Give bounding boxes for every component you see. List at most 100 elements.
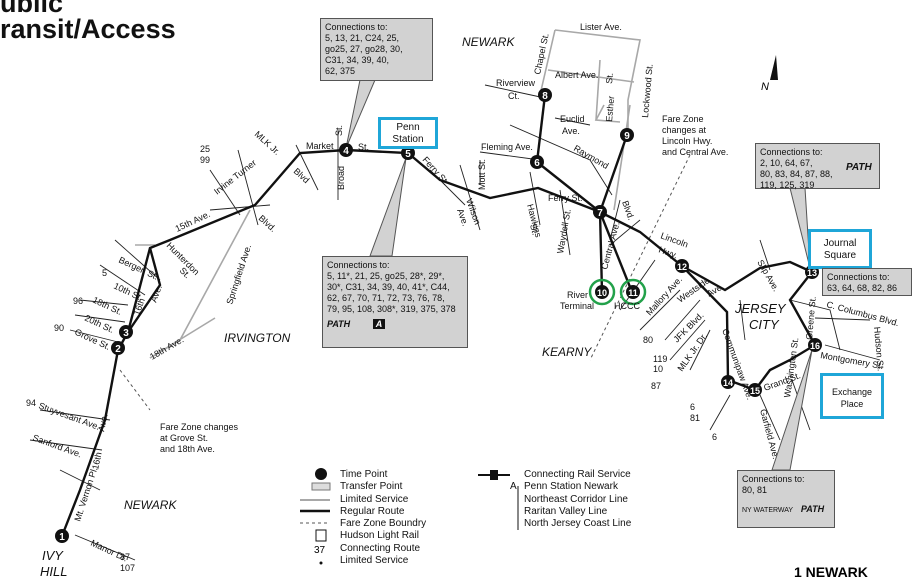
street-ferry-lower: Ferry St.	[548, 193, 583, 203]
street-central: Central Ave.	[599, 221, 621, 271]
street-mlk: MLK Jr.	[253, 129, 282, 157]
legend-limited-service-dot: Limited Service	[340, 555, 409, 566]
area-newark-south: NEWARK	[124, 498, 177, 512]
svg-text:4: 4	[343, 146, 349, 157]
fare-note-lincoln-2: changes at	[662, 125, 707, 135]
rail-legend-key: A	[510, 481, 517, 492]
limited-service-streets	[135, 29, 641, 359]
callout-connections-penn: Connections to:5, 11*, 21, 25, go25, 28*…	[322, 256, 468, 348]
time-point-8[interactable]: 8	[538, 88, 552, 102]
exchange-place-label[interactable]: Exchange Place	[820, 373, 884, 419]
time-point-12[interactable]: 12	[675, 259, 689, 273]
svg-text:11: 11	[628, 288, 638, 298]
place-hccc: HCCC	[614, 301, 640, 311]
route-87: 87	[651, 381, 661, 391]
rail-line-raritan: Raritan Valley Line	[524, 506, 608, 517]
street-columbus: C. Columbus Blvd.	[825, 299, 900, 328]
area-hill: HILL	[40, 564, 67, 579]
legend-transfer-point: Transfer Point	[340, 481, 403, 492]
street-waydell: Waydell St.	[555, 208, 573, 254]
callout-connections-journal: Connections to:2, 10, 64, 67,80, 83, 84,…	[755, 143, 880, 190]
time-point-4[interactable]: 4	[339, 143, 353, 157]
street-hudson: Hudson St.	[872, 326, 886, 371]
route-94: 94	[26, 398, 36, 408]
svg-text:7: 7	[597, 208, 603, 219]
penn-station-label[interactable]: Penn Station	[378, 117, 438, 149]
time-point-15[interactable]: 15	[748, 383, 762, 397]
path-logo-exchange: PATH	[800, 504, 825, 514]
svg-text:10: 10	[597, 288, 607, 298]
time-point-14[interactable]: 14	[721, 375, 735, 389]
street-ave-18th: Ave.	[96, 413, 109, 433]
route-80: 80	[643, 335, 653, 345]
time-point-16[interactable]: 16	[808, 338, 822, 352]
svg-text:8: 8	[542, 91, 548, 102]
street-riverview: Riverview	[496, 78, 536, 88]
street-washington: Washington St.	[782, 337, 800, 399]
street-market: Market	[306, 141, 334, 151]
map-title-line2: ransit/Access	[0, 14, 176, 44]
street-broad-st: St.	[358, 142, 369, 152]
fare-note-lincoln-1: Fare Zone	[662, 114, 704, 124]
street-lockwood: Lockwood St.	[640, 63, 655, 118]
callout-connections-exchange: Connections to:80, 81 NY WATERWAY PATH	[737, 470, 835, 528]
route-branch-hccc	[598, 211, 634, 293]
fare-note-lincoln-4: and Central Ave.	[662, 147, 728, 157]
legend-hudson-light-rail: Hudson Light Rail	[340, 530, 419, 541]
fare-zone-boundary	[119, 154, 691, 411]
street-lincoln-hwy: Hwy.	[657, 244, 679, 260]
street-esther: Esther	[604, 95, 616, 122]
street-irvine-blvd: Blvd.	[257, 213, 279, 234]
time-point-11[interactable]: 11	[619, 278, 647, 306]
svg-text:15: 15	[750, 386, 760, 396]
time-point-6[interactable]: 6	[530, 155, 544, 169]
street-stuyvesant: Stuyvesant Ave.	[37, 400, 101, 431]
svg-text:6: 6	[534, 158, 540, 169]
route-37: 37	[120, 552, 130, 562]
legend-time-point: Time Point	[340, 469, 388, 480]
street-18th-ave: 18th Ave.	[148, 334, 185, 361]
route-25: 25	[200, 144, 210, 154]
street-raymond-blvd: Blvd.	[620, 199, 636, 221]
route-119: 119	[653, 354, 667, 364]
area-city: CITY	[749, 317, 780, 332]
svg-text:12: 12	[677, 262, 687, 272]
time-point-7[interactable]: 7	[593, 205, 607, 219]
area-kearny: KEARNY	[542, 345, 592, 359]
place-labels: River Terminal HCCC	[560, 290, 640, 311]
street-16th-ave: Ave.	[148, 283, 164, 303]
ny-waterway-logo: NY WATERWAY	[742, 507, 793, 514]
area-jersey: JERSEY	[734, 301, 787, 316]
street-communipaw: Communipaw Ave.	[720, 327, 755, 401]
time-point-5[interactable]: 5	[401, 146, 415, 160]
street-mott: Mott St.	[477, 159, 487, 190]
time-point-2[interactable]: 2	[111, 341, 125, 355]
route-branch-river-terminal	[598, 211, 604, 293]
legend-symbols: 37	[300, 468, 519, 565]
svg-text:5: 5	[405, 149, 411, 160]
street-slip: Slip Ave.	[755, 258, 781, 293]
time-point-3[interactable]: 3	[119, 325, 133, 339]
path-logo: PATH	[327, 319, 351, 329]
route-5: 5	[102, 268, 107, 278]
north-arrow: N	[761, 55, 778, 93]
street-18th: 16th	[90, 451, 103, 470]
legend-regular-route: Regular Route	[340, 506, 405, 517]
area-labels: NEWARK NEWARK IRVINGTON KEARNY JERSEY CI…	[40, 35, 787, 579]
time-point-9[interactable]: 9	[620, 128, 634, 142]
callout-connections-journal-side: Connections to:63, 64, 68, 82, 86	[822, 268, 912, 296]
time-point-10[interactable]: 10	[588, 278, 616, 306]
street-mlk-blvd: Blvd	[292, 166, 312, 185]
route-6-south: 6	[712, 432, 717, 442]
side-streets	[29, 84, 881, 561]
journal-square-label[interactable]: Journal Square	[808, 229, 872, 269]
route-99: 99	[200, 155, 210, 165]
legend-fare-zone: Fare Zone Boundry	[340, 518, 427, 529]
svg-text:2: 2	[115, 344, 121, 355]
street-euclid: Euclid	[560, 114, 585, 124]
fare-note-lincoln-3: Lincoln Hwy.	[662, 136, 712, 146]
fare-note-grove-2: at Grove St.	[160, 433, 208, 443]
place-river: River	[567, 290, 588, 300]
time-point-1[interactable]: 1	[55, 529, 69, 543]
